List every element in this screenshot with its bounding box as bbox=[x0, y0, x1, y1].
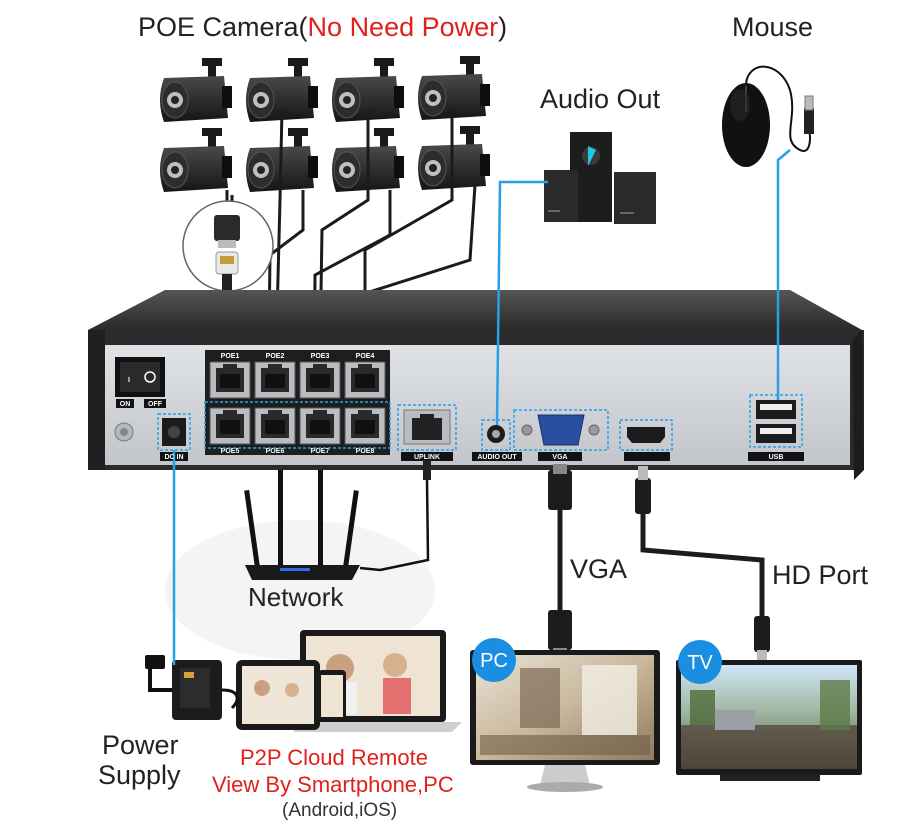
poe-port-label-bottom: POE8 bbox=[356, 448, 375, 455]
audio-out-label: AUDIO OUT bbox=[477, 454, 517, 461]
power-switch: I bbox=[115, 357, 166, 408]
poe-port bbox=[299, 407, 341, 445]
power-adapter bbox=[145, 655, 239, 720]
poe-camera-title: POE Camera(No Need Power) bbox=[138, 12, 507, 43]
ground-screw bbox=[114, 422, 134, 442]
poe-port bbox=[344, 407, 386, 445]
on-label: ON bbox=[120, 401, 131, 408]
poe-camera-icon bbox=[160, 58, 232, 122]
no-need-power-text: No Need Power bbox=[307, 12, 499, 42]
poe-camera-icon bbox=[160, 128, 232, 192]
port-labels: ON OFF DC IN UPLINK AUDIO OUT VGA USB bbox=[120, 401, 784, 461]
poe-port-label-top: POE3 bbox=[311, 353, 330, 360]
vga-port bbox=[513, 409, 609, 461]
poe-port bbox=[209, 407, 251, 445]
poe-port-label-top: POE2 bbox=[266, 353, 285, 360]
poe-camera-close: ) bbox=[498, 12, 508, 42]
poe-port bbox=[299, 361, 341, 399]
uplink-port bbox=[397, 404, 457, 461]
pc-badge: PC bbox=[472, 638, 516, 682]
poe-camera-icon bbox=[332, 128, 404, 192]
poe-camera-icon bbox=[418, 56, 490, 120]
poe-port-label-bottom: POE7 bbox=[311, 448, 330, 455]
p2p-line-3: (Android,iOS) bbox=[282, 800, 398, 821]
nvr-recorder bbox=[88, 290, 864, 480]
off-label: OFF bbox=[148, 401, 163, 408]
poe-port-highlight bbox=[204, 401, 391, 449]
usb-ports bbox=[748, 394, 804, 461]
mouse-cable bbox=[776, 149, 791, 400]
speakers bbox=[544, 132, 656, 224]
tv-screen bbox=[676, 660, 862, 781]
power-supply-label-1: Power bbox=[102, 730, 179, 760]
poe-port-label-bottom: POE5 bbox=[221, 448, 240, 455]
mouse-device bbox=[722, 65, 814, 167]
vga-cable bbox=[548, 464, 572, 656]
audio-out-port bbox=[472, 419, 522, 461]
poe-port bbox=[254, 361, 296, 399]
svg-text:I: I bbox=[128, 377, 130, 384]
vga-port-label: VGA bbox=[552, 454, 567, 461]
router bbox=[165, 470, 435, 660]
hd-port-label: HD Port bbox=[772, 560, 869, 590]
poe-camera-icon bbox=[332, 58, 404, 122]
pc-badge-text: PC bbox=[480, 650, 508, 672]
poe-port-label-top: POE1 bbox=[221, 353, 240, 360]
tv-badge: TV bbox=[678, 640, 722, 684]
tv-badge-text: TV bbox=[687, 652, 713, 674]
audio-cable bbox=[495, 180, 548, 426]
poe-cameras bbox=[160, 56, 490, 192]
pc-monitor bbox=[470, 650, 660, 792]
mouse-label: Mouse bbox=[732, 12, 814, 42]
audio-out-title: Audio Out bbox=[540, 84, 661, 114]
poe-port-label-bottom: POE6 bbox=[266, 448, 285, 455]
usb-label: USB bbox=[769, 454, 784, 461]
hdmi-port bbox=[619, 419, 673, 461]
poe-camera-text: POE Camera( bbox=[138, 12, 308, 42]
poe-camera-icon bbox=[246, 58, 318, 122]
poe-camera-icon bbox=[418, 126, 490, 190]
rj45-zoom-circle bbox=[182, 200, 274, 292]
network-label: Network bbox=[248, 582, 344, 612]
vga-label: VGA bbox=[570, 554, 628, 584]
p2p-line-2: View By Smartphone,PC bbox=[212, 772, 454, 797]
uplink-label: UPLINK bbox=[414, 454, 440, 461]
dc-in-label: DC IN bbox=[164, 454, 183, 461]
power-supply-label-2: Supply bbox=[98, 760, 181, 790]
poe-port-label-top: POE4 bbox=[356, 353, 375, 360]
poe-port bbox=[344, 361, 386, 399]
hdmi-cable bbox=[635, 466, 770, 662]
p2p-line-1: P2P Cloud Remote bbox=[240, 745, 428, 770]
laptop-phones bbox=[236, 630, 462, 732]
poe-port bbox=[209, 361, 251, 399]
poe-port bbox=[254, 407, 296, 445]
